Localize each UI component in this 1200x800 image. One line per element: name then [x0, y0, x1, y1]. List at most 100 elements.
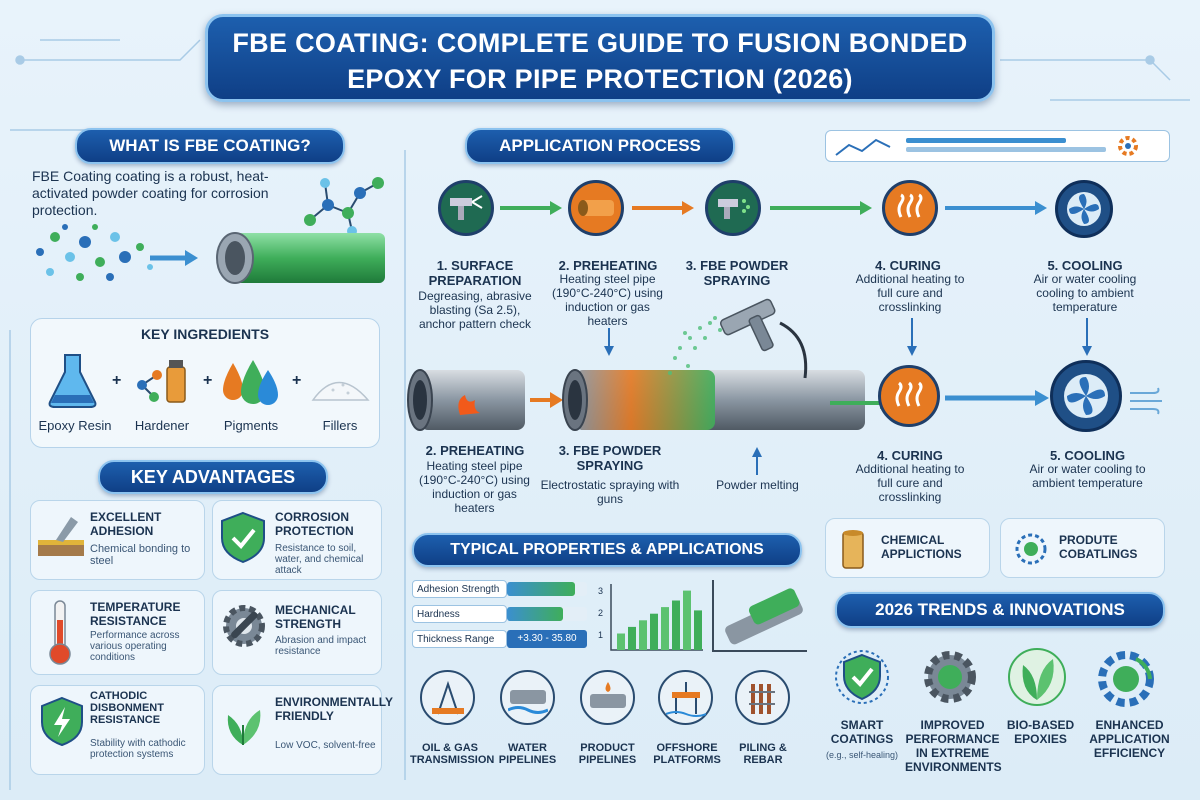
step-title: 3. FBE POWDER SPRAYING: [558, 443, 662, 473]
step-title: 2. PREHEATING: [558, 258, 658, 273]
fillers-powder-icon: [311, 381, 370, 401]
step-desc: Powder melting: [716, 478, 799, 492]
efficiency-gear-icon: [1098, 651, 1154, 707]
shield-bolt-icon: [41, 696, 83, 747]
arrow-right-icon: [632, 201, 694, 215]
ingredient-label: Pigments: [223, 418, 279, 433]
ingredients-panel: [30, 318, 380, 448]
powder-particles-icon: [36, 224, 153, 281]
property-label: Hardness: [412, 605, 507, 623]
advantages-heading: KEY ADVANTAGES: [98, 460, 328, 494]
step-desc: Air or water cooling to ambient temperat…: [1029, 462, 1146, 490]
applications-row: OIL & GAS TRANSMISSION WATER PIPELINES P…: [410, 670, 805, 780]
advantage-title: MECHANICAL STRENGTH: [275, 603, 356, 631]
process-heading: APPLICATION PROCESS: [465, 128, 735, 164]
arrow-up-icon: [752, 447, 762, 475]
property-label: Thickness Range: [412, 630, 507, 648]
side-card-label: PRODUTE COBATLINGS: [1059, 533, 1138, 561]
trend-title: BIO-BASED EPOXIES: [1006, 718, 1075, 746]
chart-bar: [661, 607, 669, 650]
properties-heading: TYPICAL PROPERTIES & APPLICATIONS: [412, 533, 802, 567]
property-bars: Adhesion Strength Hardness Thickness Ran…: [412, 580, 587, 650]
pipe-segment-icon: [842, 530, 864, 569]
arrow-down-icon: [1082, 318, 1092, 356]
step-title: 5. COOLING: [1047, 258, 1123, 273]
advantage-title: CORROSION PROTECTION: [275, 510, 354, 538]
gear-wrench-icon: [223, 605, 265, 647]
dashboard-widget: [825, 130, 1170, 162]
water-pipe-icon: [500, 670, 555, 725]
thickness-range-value: +3.30 - 35.80: [507, 630, 587, 648]
arrow-right-icon: [150, 250, 198, 266]
chart-bar: [639, 620, 647, 650]
heat-waves-icon: [878, 365, 940, 427]
spray-gun-icon: [705, 180, 761, 236]
side-card-label: CHEMICAL APPLICTIONS: [881, 533, 962, 561]
property-bar-fill: [507, 607, 563, 621]
application-label: OIL & GAS TRANSMISSION: [410, 742, 495, 766]
what-is-description: FBE Coating coating is a robust, heat-ac…: [32, 168, 269, 218]
ingredient-label: Hardener: [134, 418, 190, 433]
chart-tick-label: 3: [598, 586, 603, 596]
hardener-icon: [137, 360, 186, 403]
chart-bar: [683, 590, 691, 650]
step-title: 1. SURFACE PREPARATION: [428, 258, 522, 288]
application-label: PILING & REBAR: [739, 742, 787, 766]
chart-bar: [617, 633, 625, 650]
trend-title: SMART COATINGS: [830, 718, 894, 746]
trend-title: ENHANCED APPLICATION EFFICIENCY: [1089, 718, 1170, 760]
step-desc: Electrostatic spraying with guns: [540, 478, 680, 506]
step-desc: Additional heating to full cure and cros…: [855, 272, 965, 314]
step-title: 4. CURING: [877, 448, 943, 463]
heat-waves-icon: [882, 180, 938, 236]
what-is-heading: WHAT IS FBE COATING?: [75, 128, 345, 164]
target-gear-icon: [1015, 533, 1047, 565]
property-bar-track: [507, 607, 587, 621]
plus-sign: +: [292, 372, 302, 389]
chart-tick-label: 2: [598, 608, 603, 618]
advantage-desc: Abrasion and impact resistance: [275, 635, 367, 657]
arrow-right-icon: [500, 201, 562, 215]
step-title: 5. COOLING: [1049, 448, 1126, 463]
pipe-heat-icon: [568, 180, 624, 236]
arrow-line: [830, 401, 880, 405]
advantage-desc: Low VOC, solvent-free: [275, 740, 376, 751]
chart-bar: [650, 613, 658, 650]
advantage-title: EXCELLENT ADHESION: [90, 510, 162, 538]
application-label: PRODUCT PIPELINES: [578, 742, 637, 766]
advantage-desc: Chemical bonding to steel: [90, 543, 191, 567]
advantage-title: CATHODIC DISBONMENT RESISTANCE: [90, 690, 164, 726]
step-desc: Heating steel pipe (190°C-240°C) using i…: [419, 459, 530, 515]
bio-leaf-icon: [1008, 648, 1066, 706]
application-label: WATER PIPELINES: [498, 742, 557, 766]
chart-bar: [628, 626, 636, 650]
coated-pipe-icon: [216, 232, 385, 284]
step-title: 3. FBE POWDER SPRAYING: [685, 258, 789, 288]
adhesion-icon: [38, 517, 84, 556]
arrow-right-icon: [945, 390, 1049, 406]
pipe-thumbnail: [712, 580, 807, 652]
step-desc: Degreasing, abrasive blasting (Sa 2.5), …: [418, 289, 532, 331]
property-bar-fill: [507, 582, 575, 596]
cooling-fan-icon: [1050, 360, 1122, 432]
product-coatings-card: PRODUTE COBATLINGS: [1000, 518, 1165, 578]
trends-heading: 2026 TRENDS & INNOVATIONS: [835, 592, 1165, 628]
advantage-desc: Performance across various operating con…: [90, 630, 180, 663]
chart-tick-label: 1: [598, 630, 603, 640]
title-line-2: EPOXY FOR PIPE PROTECTION (2026): [347, 64, 853, 94]
advantage-title: ENVIRONMENTALLY FRIENDLY: [275, 695, 393, 723]
property-bar-track: [507, 582, 587, 596]
wind-icon: [1130, 387, 1162, 415]
arrow-right-icon: [945, 201, 1047, 215]
product-pipe-icon: [580, 670, 635, 725]
arrow-down-icon: [604, 328, 614, 356]
trend-title: IMPROVED PERFORMANCE IN EXTREME ENVIRONM…: [905, 718, 1002, 774]
ingredients-heading: KEY INGREDIENTS: [140, 326, 270, 342]
plus-sign: +: [203, 372, 213, 389]
flask-icon: [48, 354, 97, 408]
ingredient-label: Fillers: [322, 418, 358, 433]
title-banner: FBE COATING: COMPLETE GUIDE TO FUSION BO…: [205, 14, 995, 102]
advantage-desc: Stability with cathodic protection syste…: [90, 738, 186, 760]
piling-rebar-icon: [735, 670, 790, 725]
chart-bar: [694, 610, 702, 650]
